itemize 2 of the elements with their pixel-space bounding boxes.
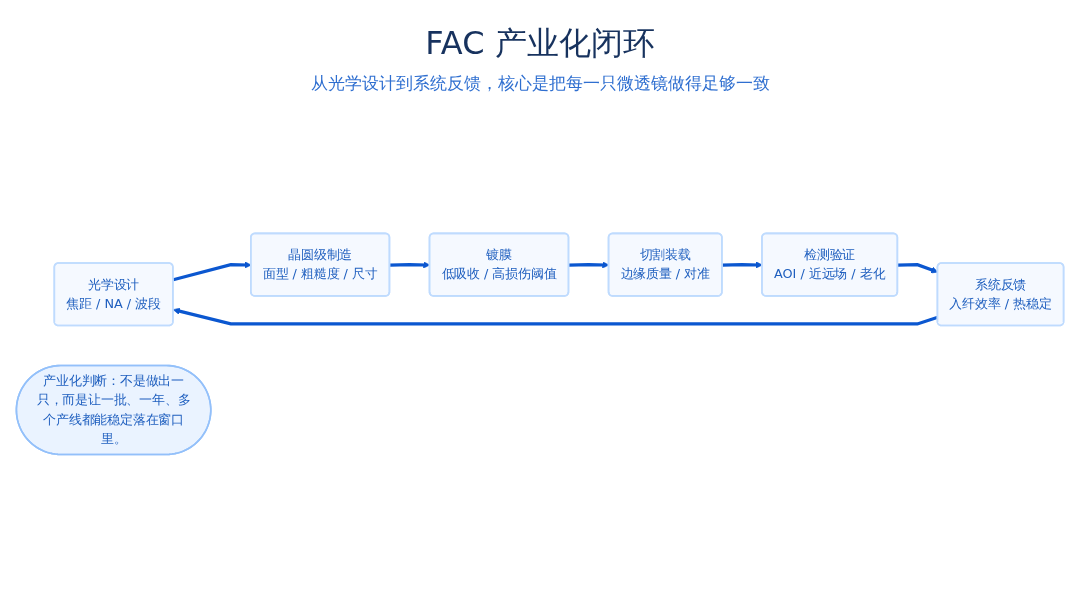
subtitle: 从光学设计到系统反馈，核心是把每一只微透镜做得足够一致 bbox=[309, 72, 771, 95]
title: FAC 产业化闭环 bbox=[424, 23, 656, 64]
